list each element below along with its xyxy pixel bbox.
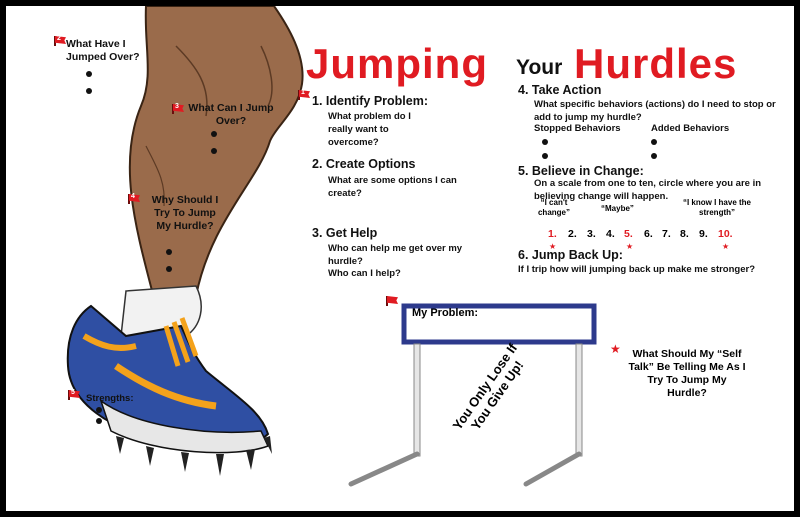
title-word-3: Hurdles xyxy=(574,40,738,87)
bullet xyxy=(542,153,548,159)
star-icon: ★ xyxy=(610,342,621,356)
bullet xyxy=(96,407,102,413)
bullet xyxy=(651,153,657,159)
section-believe-in-change: 5. Believe in Change: xyxy=(518,164,644,178)
section-question: On a scale from one to ten, circle where… xyxy=(534,178,762,202)
bullet xyxy=(86,71,92,77)
scale-label-middle: “Maybe” xyxy=(601,204,634,213)
bullet xyxy=(542,139,548,145)
section-question: What specific behaviors (actions) do I n… xyxy=(534,99,776,123)
section-question: If I trip how will jumping back up make … xyxy=(518,264,756,275)
leg-illustration xyxy=(66,6,304,476)
left-prompt-2: What Can I Jump Over? xyxy=(188,102,274,127)
scale-number: 1. xyxy=(548,228,557,240)
section-jump-back-up: 6. Jump Back Up: xyxy=(518,248,623,262)
left-prompt-3: Why Should I Try To Jump My Hurdle? xyxy=(151,194,219,232)
hurdle-illustration xyxy=(348,303,597,487)
scale-number: 10. xyxy=(718,228,733,240)
my-problem-label: My Problem: xyxy=(412,307,479,319)
scale-number: 5. xyxy=(624,228,633,240)
bullet xyxy=(211,131,217,137)
section-identify-problem: 1. Identify Problem: xyxy=(312,94,428,108)
scale-number: 6. xyxy=(644,228,653,240)
flag-icon: 5 xyxy=(68,389,80,400)
bullet xyxy=(211,148,217,154)
section-question: What are some options I can create? xyxy=(328,175,457,199)
stopped-behaviors-label: Stopped Behaviors xyxy=(534,123,621,134)
left-prompt-4: Strengths: xyxy=(86,393,134,404)
bullet xyxy=(96,418,102,424)
section-take-action: 4. Take Action xyxy=(518,83,602,97)
section-question: Who can help me get over my hurdle? xyxy=(328,243,463,267)
sock xyxy=(120,285,202,337)
bullet xyxy=(86,88,92,94)
scale-number: 7. xyxy=(662,228,671,240)
scale-label-right: “I know I have the strength” xyxy=(682,198,751,217)
bullet xyxy=(166,249,172,255)
self-talk-prompt: What Should My “Self Talk” Be Telling Me… xyxy=(628,348,746,399)
flag-icon: 3 xyxy=(172,103,184,114)
title-word-1: Jumping xyxy=(306,40,488,87)
left-prompt-1: What Have I Jumped Over? xyxy=(66,38,140,63)
scale-number: 4. xyxy=(606,228,615,240)
section-question: What problem do I really want to overcom… xyxy=(328,111,411,148)
scale-number: 2. xyxy=(568,228,577,240)
section-get-help: 3. Get Help xyxy=(312,226,378,240)
scale-number: 3. xyxy=(587,228,596,240)
bullet xyxy=(651,139,657,145)
shoe-spikes xyxy=(116,436,272,476)
star-icon: ★ xyxy=(549,242,557,251)
flag-icon: 4 xyxy=(128,193,140,204)
section-question: Who can I help? xyxy=(328,268,401,279)
flag-icon xyxy=(386,296,398,306)
scale-number: 8. xyxy=(680,228,689,240)
poster: Jumping Your Hurdles 2 What Have I Jumpe… xyxy=(6,6,794,511)
flag-icon: 1 xyxy=(298,89,310,100)
star-icon: ★ xyxy=(626,242,634,251)
leg xyxy=(128,6,304,308)
scale-number: 9. xyxy=(699,228,708,240)
poster-title: Jumping Your Hurdles xyxy=(306,40,786,90)
added-behaviors-label: Added Behaviors xyxy=(651,123,730,134)
section-create-options: 2. Create Options xyxy=(312,157,416,171)
scale-label-left: “I can't change” xyxy=(537,198,570,217)
star-icon: ★ xyxy=(722,242,730,251)
bullet xyxy=(166,266,172,272)
flag-icon: 2 xyxy=(54,35,66,46)
title-word-2: Your xyxy=(516,56,563,79)
